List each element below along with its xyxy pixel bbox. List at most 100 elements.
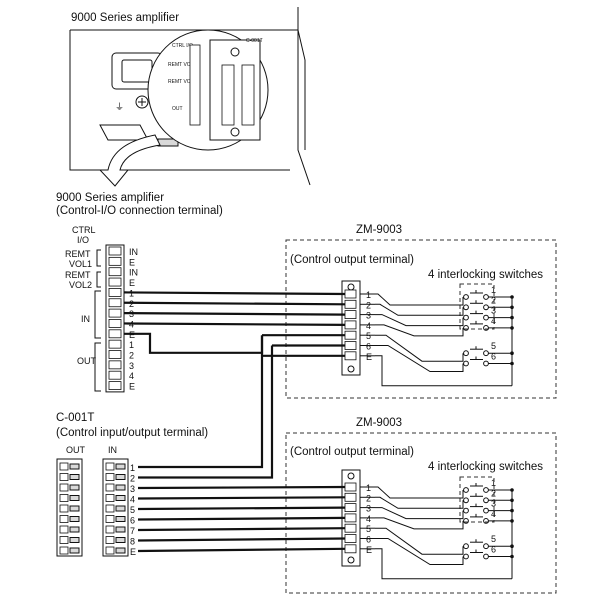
c001t-to-zm2-wire: [137, 547, 346, 553]
zm-units: ZM-9003(Control output terminal)4 interl…: [285, 224, 557, 594]
switch-contact-icon: [463, 325, 469, 331]
switch-number: 5: [491, 534, 496, 544]
in-group-bracket: [94, 290, 101, 339]
common-return-wire: [375, 355, 512, 387]
amp-pin-label: 2: [129, 351, 134, 361]
c001t-in-slot: [105, 483, 115, 492]
amp-terminal-slot: [108, 298, 122, 308]
zoom-terminal-out: [221, 64, 235, 126]
switch-feed-wire: [375, 303, 464, 316]
switch-number: 5: [491, 341, 496, 351]
zm-terminal-slot: [344, 351, 357, 361]
c001t-pin-label: 7: [130, 526, 135, 536]
zm-pin-label: 5: [366, 524, 371, 534]
switch-number: 3: [491, 306, 496, 316]
switch-number: 1: [491, 285, 496, 295]
zoom-screw-bottom-icon: [230, 127, 240, 137]
zoom-out: OUT: [172, 106, 183, 112]
zm-9003-unit: ZM-9003(Control output terminal)4 interl…: [285, 417, 557, 594]
switch-feed-wire: [375, 527, 464, 555]
switch-contact-icon: [483, 294, 489, 300]
zm-pin-label: 5: [366, 331, 371, 341]
zm-unit-outline: [285, 239, 557, 399]
amp-pin-label: E: [129, 257, 135, 267]
c001t-out-screw: [69, 495, 80, 501]
switch-feed-wire: [375, 293, 464, 306]
zm-pin-label: E: [366, 545, 372, 555]
zm1-pin6-to-c001t-2: [138, 345, 274, 479]
c001t-in-slot: [105, 536, 115, 544]
zm-pin-label: 6: [366, 342, 371, 352]
amp-in-to-zm1-wire: [123, 301, 346, 306]
c001t-in-slot: [105, 525, 115, 534]
switch-feed-wire: [375, 345, 464, 372]
amp-e-wire: [124, 332, 264, 354]
amp-terminal-slot: [108, 381, 122, 390]
zm-terminal-slot: [344, 513, 357, 523]
chassis-edge: [297, 29, 306, 150]
c001t-out-slot: [59, 546, 69, 555]
zm-terminal-screw-top-icon: [347, 472, 355, 480]
c001t-out-slot: [59, 494, 69, 502]
zoom-remt-vol2: REMT VOL2: [168, 79, 196, 85]
switch-contact-icon: [463, 304, 469, 311]
c001t-in-slot: [105, 504, 115, 513]
amp-terminal-block: CTRLI/OINEINE1234E1234EREMTVOL1REMTVOL2I…: [65, 225, 138, 393]
amp-terminal-slot: [108, 350, 122, 359]
switch-contact-icon: [483, 314, 489, 321]
amp-in-to-zm1-wire: [123, 291, 346, 296]
c001t-to-zm2-wire: [137, 485, 346, 490]
zm-terminal-slot: [344, 523, 357, 533]
c001t-in-screw: [115, 463, 126, 470]
c001t-out-screw: [69, 547, 80, 554]
zm-pin-label: E: [366, 352, 372, 362]
zm-terminal-slot: [344, 310, 357, 320]
c001t-out-slot: [59, 483, 69, 492]
c001t-in-slot: [105, 462, 115, 471]
zm-pin-label: 3: [366, 504, 371, 514]
zm-pin-label: 1: [366, 483, 371, 493]
c001t-out-screw: [69, 474, 80, 480]
zm-pin-label: 4: [366, 321, 371, 331]
amp-pin-label: E: [129, 382, 135, 392]
switch-contact-icon: [483, 543, 489, 550]
zoom-screw-top-icon: [230, 47, 240, 57]
amp-terminal-slot: [108, 287, 122, 297]
switch-contact-icon: [483, 518, 489, 524]
switch-feed-wire: [375, 324, 464, 337]
switch-feed-wire: [375, 538, 464, 565]
zoom-ctrl-io: CTRL I/O: [172, 43, 193, 49]
c001t-in-slot: [105, 515, 115, 523]
zm-pin-label: 4: [366, 514, 371, 524]
switch-contact-icon: [483, 497, 489, 504]
remt-vol1-bracket: [96, 249, 101, 267]
amp-terminal-slot: [108, 256, 122, 266]
interlock-group-outline: [459, 283, 495, 330]
c001t-subtitle: (Control input/output terminal): [56, 427, 208, 439]
remt-vol2-label-line1: REMT: [65, 270, 91, 280]
ground-symbol-icon: ⏚: [115, 102, 124, 112]
c001t-out-screw: [69, 463, 80, 470]
c001t-in-screw: [115, 516, 126, 522]
zm-unit-title: ZM-9003: [356, 417, 402, 429]
c001t-out-slot: [59, 515, 69, 523]
switch-contact-icon: [463, 518, 469, 524]
switch-contact-icon: [463, 294, 469, 300]
power-inlet-socket: [121, 59, 153, 83]
c001t-to-zm2-wire: [137, 496, 346, 500]
c001t-out-screw: [69, 505, 80, 512]
interlock-group-outline: [459, 476, 495, 523]
zm-terminal-slot: [344, 492, 357, 502]
switch-contact-icon: [463, 507, 469, 514]
switch-feed-wire: [375, 314, 464, 327]
zm-unit-title: ZM-9003: [356, 224, 402, 236]
switch-number: 6: [491, 545, 496, 555]
c001t-pin-label: 2: [130, 474, 135, 484]
zm-terminal-screw-bottom-icon: [347, 556, 355, 564]
out-group-bracket: [94, 342, 101, 392]
zm-terminal-slot: [344, 482, 357, 492]
zm-pin-label: 6: [366, 535, 371, 545]
switch-contact-icon: [463, 487, 469, 493]
c001t-out-slot: [59, 462, 69, 471]
remt-vol2-label-line2: VOL2: [69, 280, 92, 290]
